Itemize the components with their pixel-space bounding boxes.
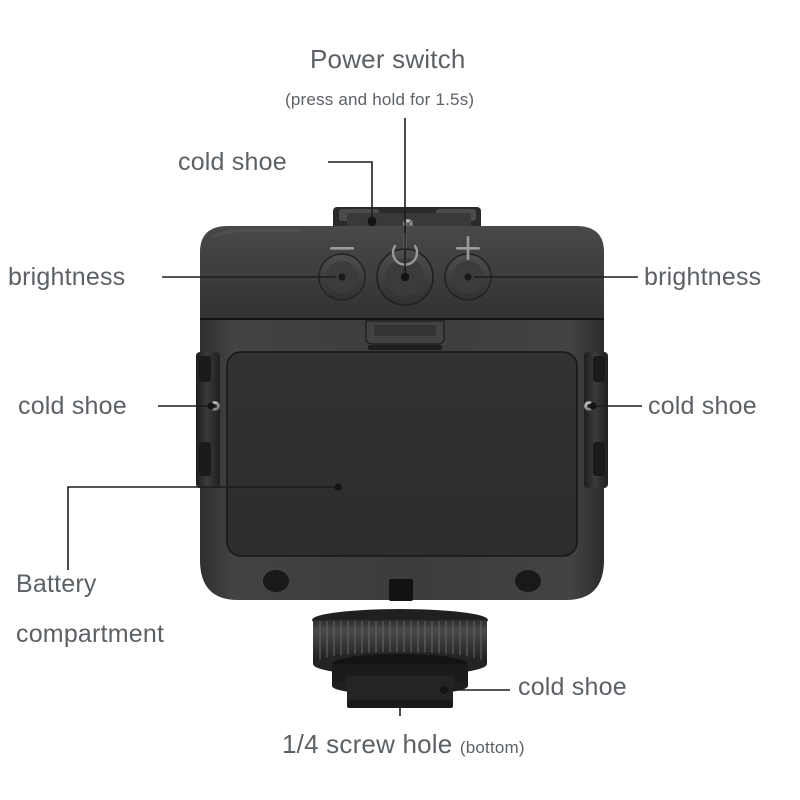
brightness-down-button[interactable] xyxy=(318,253,366,301)
bottom-hole-left xyxy=(263,570,289,592)
battery-latch[interactable] xyxy=(365,320,445,350)
minus-icon xyxy=(330,247,354,250)
bottom-port xyxy=(389,579,413,601)
label-brightness-right: brightness xyxy=(644,263,762,291)
bottom-hole-right xyxy=(515,570,541,592)
bottom-cold-shoe-plate xyxy=(347,676,453,708)
side-cold-shoe-right xyxy=(584,352,608,488)
plus-icon xyxy=(456,236,480,260)
label-screw-hole-text: 1/4 screw hole xyxy=(282,729,453,759)
label-cold-shoe-top: cold shoe xyxy=(178,148,287,176)
label-power-switch-note: (press and hold for 1.5s) xyxy=(285,90,475,109)
label-brightness-left: brightness xyxy=(8,263,126,291)
label-screw-hole-note: (bottom) xyxy=(459,738,525,757)
label-battery-line2: compartment xyxy=(16,620,165,648)
label-power-switch: Power switch xyxy=(310,44,466,74)
leader-dot-battery xyxy=(334,483,342,491)
leader-cold-shoe-top xyxy=(328,161,373,219)
label-cold-shoe-left: cold shoe xyxy=(18,392,127,420)
brightness-up-button[interactable] xyxy=(444,253,492,301)
label-cold-shoe-right: cold shoe xyxy=(648,392,757,420)
label-screw-hole: 1/4 screw hole (bottom) xyxy=(282,729,525,760)
leader-battery xyxy=(67,486,338,570)
bottom-edge xyxy=(263,570,541,601)
leader-dot-cold-shoe-top xyxy=(367,216,377,226)
leader-dot-cold-shoe-bottom xyxy=(440,686,448,694)
leader-dot-cold-shoe-left xyxy=(207,402,215,410)
label-battery-line1: Battery xyxy=(16,570,97,598)
leader-dot-power xyxy=(400,272,410,282)
leader-dot-cold-shoe-right xyxy=(589,402,597,410)
battery-compartment-door[interactable] xyxy=(226,351,578,557)
label-cold-shoe-bottom: cold shoe xyxy=(518,673,627,701)
